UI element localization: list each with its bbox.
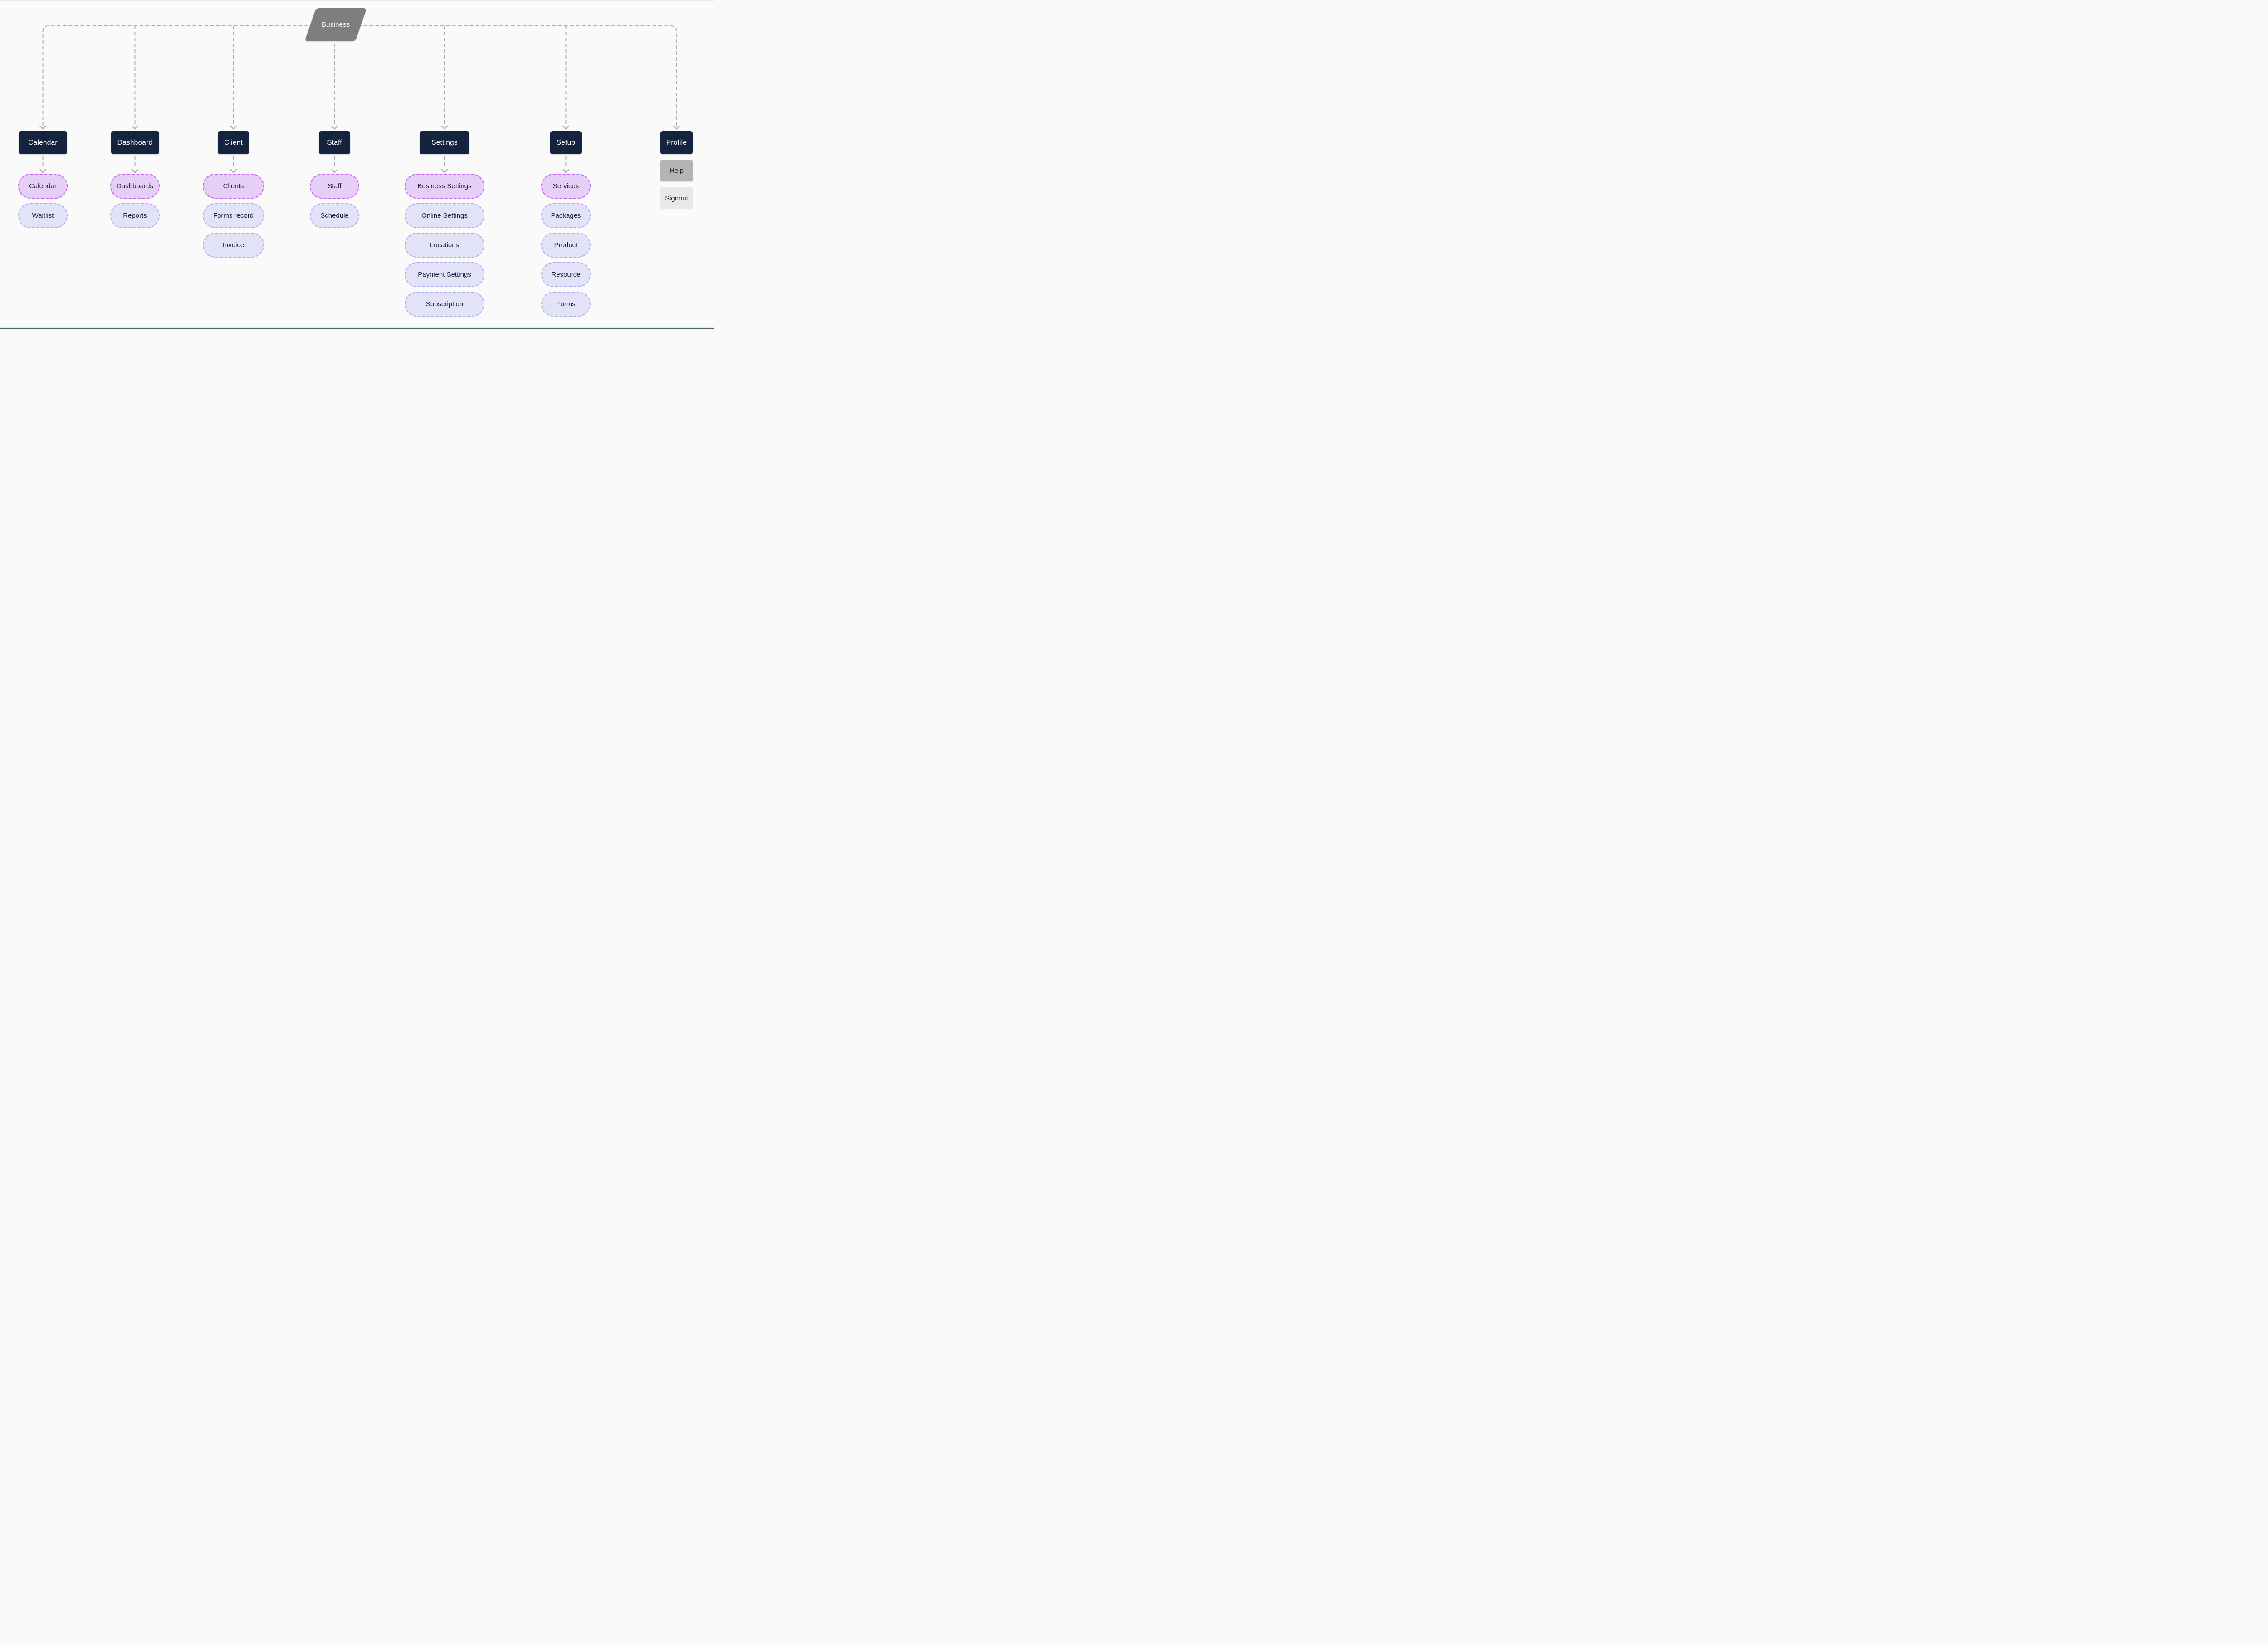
stub-arrowhead-setup-icon: [562, 169, 569, 173]
arrowhead-settings-icon: [441, 125, 448, 130]
node-dashboards[interactable]: Dashboards: [110, 174, 160, 199]
node-clients[interactable]: Clients: [203, 174, 264, 199]
window-top-strip: [0, 0, 714, 1]
arrowhead-dashboard-icon: [132, 125, 138, 130]
arrowhead-staff-icon: [331, 125, 338, 130]
header-profile[interactable]: Profile: [660, 131, 693, 154]
column-setup: Setup Services Packages Product Resource…: [541, 131, 591, 317]
stub-arrowhead-client-icon: [230, 169, 237, 173]
stub-arrowhead-dashboard-icon: [132, 169, 138, 173]
column-client: Client Clients Forms record Invoice: [203, 131, 264, 258]
trunk-rail-line: [42, 25, 677, 126]
header-calendar[interactable]: Calendar: [19, 131, 67, 154]
column-settings: Settings Business Settings Online Settin…: [405, 131, 484, 317]
column-dashboard: Dashboard Dashboards Reports: [110, 131, 160, 228]
node-waitlist[interactable]: Waitlist: [18, 203, 68, 228]
header-setup[interactable]: Setup: [550, 131, 582, 154]
node-signout[interactable]: Signout: [660, 187, 693, 209]
node-staff[interactable]: Staff: [310, 174, 359, 199]
node-business-settings[interactable]: Business Settings: [405, 174, 484, 199]
node-invoice[interactable]: Invoice: [203, 233, 264, 258]
arrowhead-setup-icon: [562, 125, 569, 130]
node-reports[interactable]: Reports: [110, 203, 160, 228]
node-help[interactable]: Help: [660, 160, 693, 181]
node-calendar[interactable]: Calendar: [18, 174, 68, 199]
stub-arrowhead-calendar-icon: [39, 169, 46, 173]
node-online-settings[interactable]: Online Settings: [405, 203, 484, 228]
node-schedule[interactable]: Schedule: [310, 203, 359, 228]
window-bottom-edge: [0, 328, 714, 329]
header-settings[interactable]: Settings: [420, 131, 469, 154]
node-forms[interactable]: Forms: [541, 292, 591, 317]
node-packages[interactable]: Packages: [541, 203, 591, 228]
business-root-label: Business: [321, 21, 350, 29]
node-forms-record[interactable]: Forms record: [203, 203, 264, 228]
window-bottom-strip: [0, 327, 714, 328]
node-payment-settings[interactable]: Payment Settings: [405, 262, 484, 287]
arrowhead-calendar-icon: [39, 125, 46, 130]
node-product[interactable]: Product: [541, 233, 591, 258]
header-staff[interactable]: Staff: [319, 131, 350, 154]
header-dashboard[interactable]: Dashboard: [111, 131, 159, 154]
node-resource[interactable]: Resource: [541, 262, 591, 287]
sitemap-diagram-canvas: Business Calendar Calendar Waitlist Dash…: [0, 0, 714, 329]
arrowhead-client-icon: [230, 125, 237, 130]
node-locations[interactable]: Locations: [405, 233, 484, 258]
column-profile: Profile Help Signout: [660, 131, 693, 209]
node-services[interactable]: Services: [541, 174, 591, 199]
header-client[interactable]: Client: [218, 131, 249, 154]
stub-arrowhead-staff-icon: [331, 169, 338, 173]
arrowhead-profile-icon: [673, 125, 680, 130]
stub-arrowhead-settings-icon: [441, 169, 448, 173]
node-subscription[interactable]: Subscription: [405, 292, 484, 317]
column-staff: Staff Staff Schedule: [310, 131, 359, 228]
column-calendar: Calendar Calendar Waitlist: [18, 131, 68, 228]
